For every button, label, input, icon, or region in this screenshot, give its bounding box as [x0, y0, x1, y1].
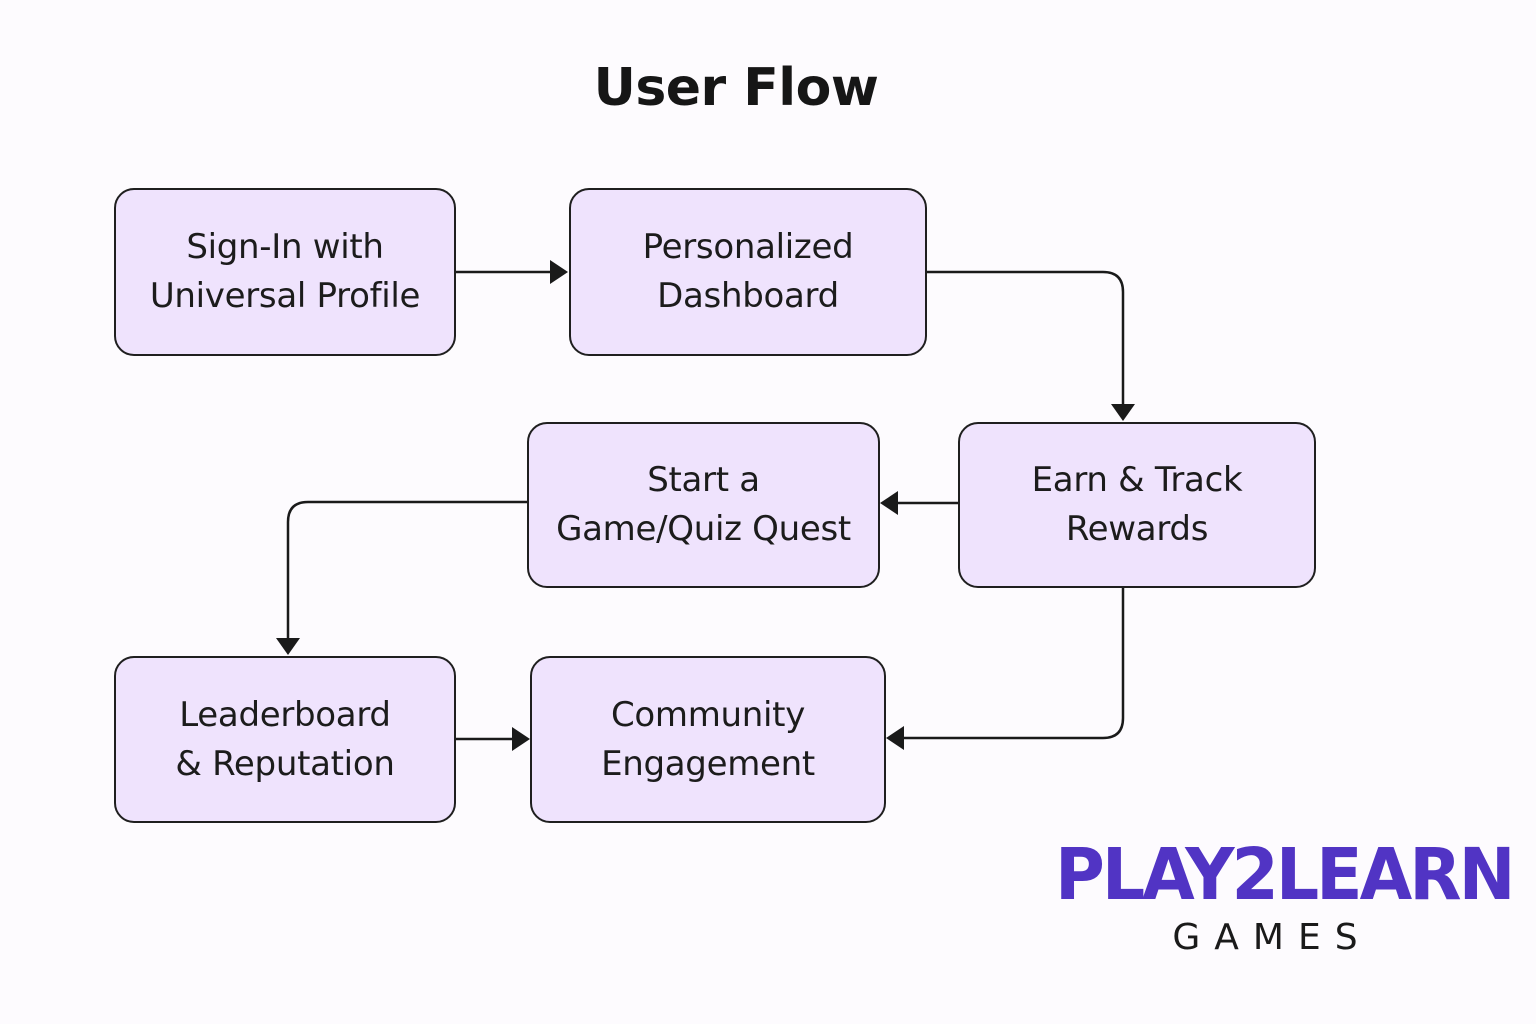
node-start-quest: Start a Game/Quiz Quest [527, 422, 880, 588]
arrowhead-leaderboard-to-community [512, 727, 530, 751]
brand-name: PLAY2LEARN [1055, 834, 1516, 917]
node-earn-track-rewards: Earn & Track Rewards [958, 422, 1316, 588]
arrow-dashboard-to-rewards [926, 270, 1125, 404]
node-start-quest-label: Start a Game/Quiz Quest [556, 460, 851, 549]
node-community-engagement: Community Engagement [530, 656, 886, 823]
node-sign-in-label: Sign-In with Universal Profile [149, 227, 421, 316]
arrowhead-rewards-to-quest [880, 491, 898, 515]
brand-logo: PLAY2LEARN GAMES [1055, 834, 1516, 960]
arrowhead-dashboard-to-rewards [1111, 404, 1135, 421]
node-sign-in: Sign-In with Universal Profile [114, 188, 456, 356]
brand-subtitle: GAMES [1172, 917, 1372, 958]
arrow-rewards-to-community [904, 587, 1125, 740]
node-community-engagement-label: Community Engagement [601, 694, 815, 784]
node-leaderboard-reputation-label: Leaderboard & Reputation [175, 694, 395, 784]
node-earn-track-rewards-label: Earn & Track Rewards [1031, 460, 1243, 549]
arrowhead-quest-to-leaderboard [276, 638, 300, 655]
arrow-quest-to-leaderboard [286, 500, 527, 638]
arrowhead-rewards-to-community [886, 726, 904, 750]
node-leaderboard-reputation: Leaderboard & Reputation [114, 656, 456, 823]
node-personalized-dashboard: Personalized Dashboard [569, 188, 927, 356]
diagram-title: User Flow [593, 58, 879, 118]
arrowhead-signin-to-dashboard [550, 260, 568, 284]
node-personalized-dashboard-label: Personalized Dashboard [642, 227, 854, 316]
